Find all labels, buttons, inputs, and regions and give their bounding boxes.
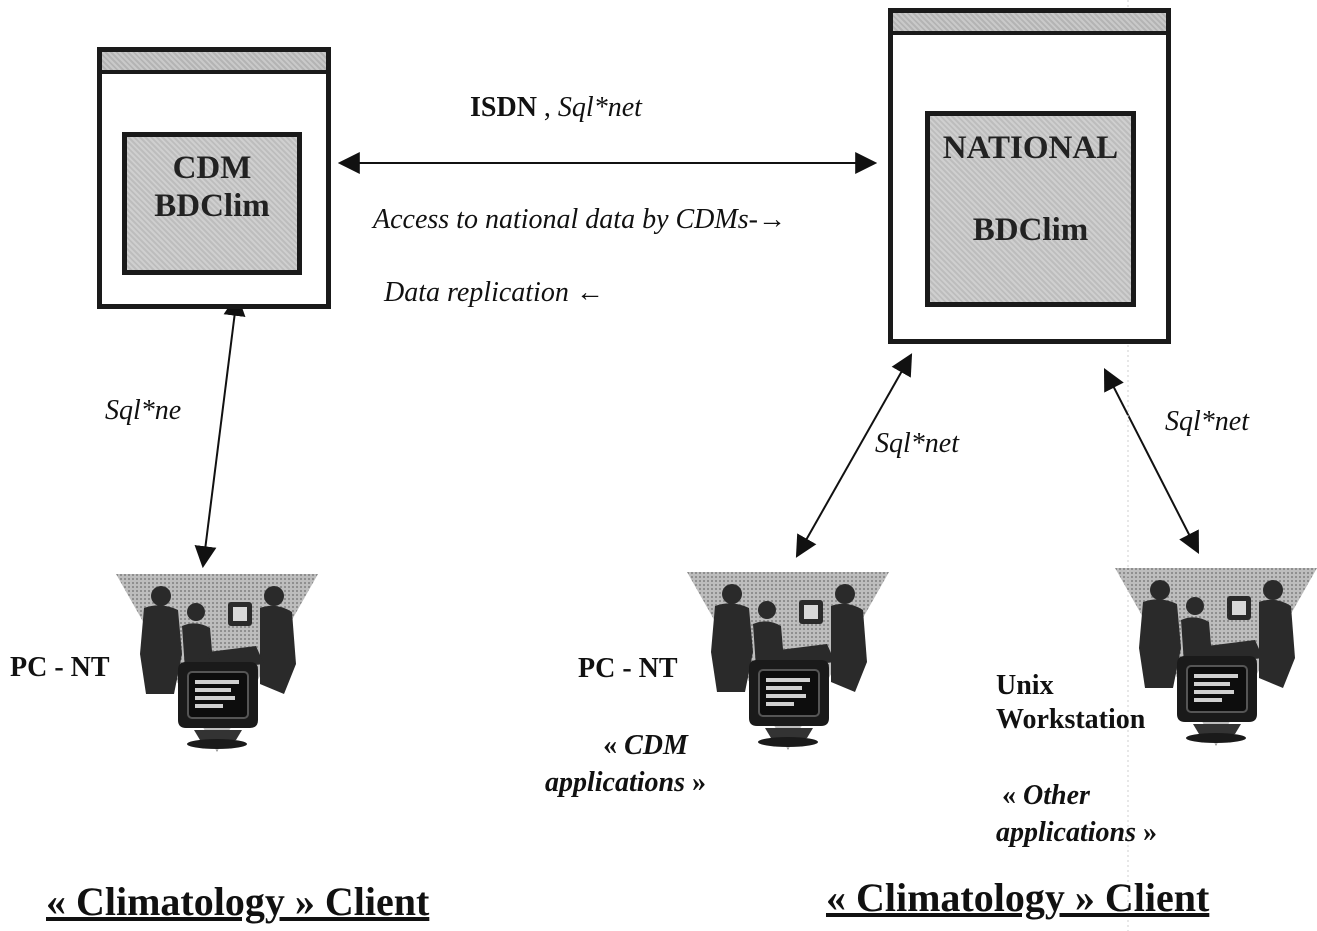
cdm-applications-label: « CDM applications » — [545, 727, 706, 801]
isdn-link-label: ISDN , Sql*net — [470, 92, 642, 124]
db-label-line2: BDClim — [154, 188, 270, 224]
quote-open: « — [603, 730, 625, 761]
right-pc-label: PC - NT — [578, 653, 678, 684]
unix-line1: Unix — [996, 670, 1054, 701]
right-arrow-icon: → — [757, 204, 786, 235]
pc-client-link-label: Sql*net — [875, 428, 959, 459]
protocol-isdn: ISDN — [470, 92, 537, 123]
left-client-link-label: Sql*ne — [105, 395, 182, 426]
protocol-sqlnet: Sql*net — [557, 92, 642, 123]
other-app-line2: applications — [996, 817, 1137, 848]
national-server-window: NATIONAL BDClim — [888, 8, 1171, 344]
db-label-line2: BDClim — [972, 212, 1089, 248]
other-app-line1: Other — [1023, 780, 1090, 811]
pc-client-link-arrow — [795, 353, 913, 558]
workgroup-computer-icon — [115, 573, 319, 753]
workgroup-computer-icon — [686, 571, 890, 751]
left-pc-label: PC - NT — [10, 652, 110, 683]
access-label: Access to national data by CDMs-→ — [373, 204, 786, 236]
window-titlebar — [102, 52, 326, 74]
right-climatology-client-title: « Climatology » Client — [826, 875, 1210, 920]
unix-client-link-arrow — [1103, 368, 1200, 554]
cdm-server-window: CDM BDClim — [97, 47, 331, 309]
left-arrow-icon: ← — [575, 277, 604, 308]
national-bdclim-database: NATIONAL BDClim — [925, 111, 1136, 307]
cdm-app-line2: applications — [545, 767, 686, 798]
window-titlebar — [893, 13, 1166, 35]
unix-workstation-label: Unix Workstation — [996, 669, 1145, 737]
protocol-separator: , — [536, 92, 558, 123]
quote-close: » — [685, 767, 707, 798]
db-label-line1: CDM — [172, 150, 252, 186]
access-text: Access to national data by CDMs- — [373, 204, 758, 235]
other-applications-label: « Other applications » — [996, 777, 1157, 851]
db-label-line1: NATIONAL — [942, 130, 1119, 166]
cdm-app-line1: CDM — [624, 730, 688, 761]
replication-label: Data replication ← — [384, 277, 604, 309]
cdm-bdclim-database: CDM BDClim — [122, 132, 302, 275]
quote-close: » — [1136, 817, 1158, 848]
replication-text: Data replication — [384, 277, 576, 308]
quote-open: « — [1002, 780, 1023, 811]
left-climatology-client-title: « Climatology » Client — [46, 879, 430, 924]
unix-line2: Workstation — [996, 704, 1146, 735]
unix-client-link-label: Sql*net — [1165, 406, 1249, 437]
left-client-link-arrow — [194, 293, 246, 569]
